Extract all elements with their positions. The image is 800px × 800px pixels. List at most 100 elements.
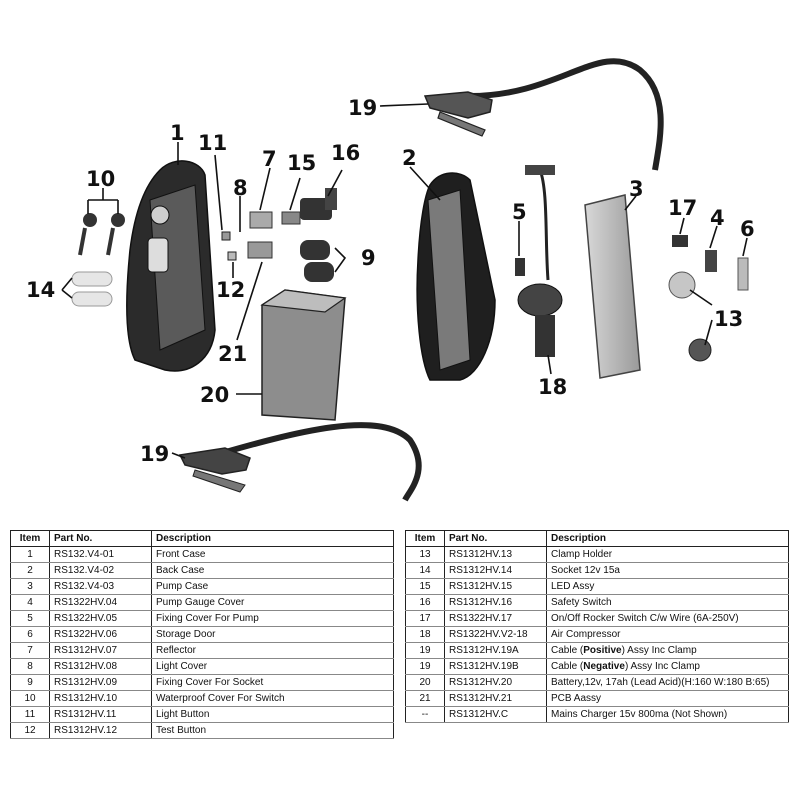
callout-9: 9 bbox=[361, 246, 376, 270]
cell-item: 7 bbox=[10, 642, 50, 659]
cell-description: Safety Switch bbox=[546, 594, 789, 611]
cell-item: 21 bbox=[405, 690, 445, 707]
cell-part-no: RS1312HV.20 bbox=[444, 674, 547, 691]
cell-item: 4 bbox=[10, 594, 50, 611]
cell-part-no: RS1312HV.11 bbox=[49, 706, 152, 723]
cell-description: Light Cover bbox=[151, 658, 394, 675]
back-case bbox=[416, 172, 496, 381]
callout-8: 8 bbox=[233, 176, 248, 200]
cell-item: 19 bbox=[405, 658, 445, 675]
cell-item: 18 bbox=[405, 626, 445, 643]
callout-14: 14 bbox=[26, 278, 55, 302]
safety-switch bbox=[300, 188, 337, 220]
callout-3: 3 bbox=[629, 177, 644, 201]
description-suffix: ) Assy Inc Clamp bbox=[621, 645, 697, 656]
cell-part-no: RS1312HV.16 bbox=[444, 594, 547, 611]
header-part-no: Part No. bbox=[49, 530, 152, 547]
cell-item: 19 bbox=[405, 642, 445, 659]
negative-cable-clamp bbox=[178, 422, 422, 502]
cell-description: Front Case bbox=[151, 546, 394, 563]
header-item: Item bbox=[405, 530, 445, 547]
callout-1: 1 bbox=[170, 121, 185, 145]
cell-part-no: RS1312HV.14 bbox=[444, 562, 547, 579]
cell-part-no: RS1312HV.09 bbox=[49, 674, 152, 691]
cell-description: Battery,12v, 17ah (Lead Acid)(H:160 W:18… bbox=[546, 674, 789, 691]
cell-item: 2 bbox=[10, 562, 50, 579]
cell-part-no: RS1322HV.05 bbox=[49, 610, 152, 627]
cell-part-no: RS132.V4-03 bbox=[49, 578, 152, 595]
cell-description: Pump Gauge Cover bbox=[151, 594, 394, 611]
callout-6: 6 bbox=[740, 217, 755, 241]
cell-item: 11 bbox=[10, 706, 50, 723]
front-case bbox=[126, 160, 216, 372]
cell-description: Storage Door bbox=[151, 626, 394, 643]
cell-description: Waterproof Cover For Switch bbox=[151, 690, 394, 707]
callout-19-bottom: 19 bbox=[140, 442, 169, 466]
cell-item: 5 bbox=[10, 610, 50, 627]
cell-description: PCB Aassy bbox=[546, 690, 789, 707]
cell-description: Mains Charger 15v 800ma (Not Shown) bbox=[546, 706, 789, 723]
cell-item: 17 bbox=[405, 610, 445, 627]
cell-part-no: RS1312HV.07 bbox=[49, 642, 152, 659]
test-button bbox=[227, 251, 237, 261]
cell-part-no: RS1322HV.17 bbox=[444, 610, 547, 627]
air-compressor bbox=[517, 165, 563, 357]
light-button bbox=[221, 231, 231, 241]
cell-part-no: RS1312HV.13 bbox=[444, 546, 547, 563]
callout-18: 18 bbox=[538, 375, 567, 399]
cell-description: Cable (Positive) Assy Inc Clamp bbox=[546, 642, 789, 659]
header-item: Item bbox=[10, 530, 50, 547]
callout-21: 21 bbox=[218, 342, 247, 366]
cell-part-no: RS1322HV.04 bbox=[49, 594, 152, 611]
cell-description: On/Off Rocker Switch C/w Wire (6A-250V) bbox=[546, 610, 789, 627]
description-prefix: Cable ( bbox=[551, 661, 584, 672]
leader-lines bbox=[61, 103, 748, 459]
storage-door bbox=[737, 257, 749, 291]
callout-4: 4 bbox=[710, 206, 725, 230]
description-suffix: ) Assy Inc Clamp bbox=[624, 661, 700, 672]
cell-part-no: RS132.V4-01 bbox=[49, 546, 152, 563]
clamp-holders bbox=[668, 271, 712, 362]
cell-item: 16 bbox=[405, 594, 445, 611]
callout-16: 16 bbox=[331, 141, 360, 165]
description-prefix: Cable ( bbox=[551, 645, 584, 656]
cell-description: Cable (Negative) Assy Inc Clamp bbox=[546, 658, 789, 675]
callout-13: 13 bbox=[714, 307, 743, 331]
pump-case bbox=[584, 194, 641, 379]
rocker-switch bbox=[672, 235, 688, 247]
cell-item: 20 bbox=[405, 674, 445, 691]
pump-gauge-cover bbox=[705, 250, 717, 272]
waterproof-switch-covers bbox=[78, 213, 125, 256]
cell-item: 6 bbox=[10, 626, 50, 643]
cell-part-no: RS1312HV.21 bbox=[444, 690, 547, 707]
description-emphasis: Positive bbox=[583, 645, 622, 656]
cell-description: Clamp Holder bbox=[546, 546, 789, 563]
cell-description: Test Button bbox=[151, 722, 394, 739]
cell-item: 10 bbox=[10, 690, 50, 707]
cell-description: LED Assy bbox=[546, 578, 789, 595]
led-assy bbox=[281, 211, 301, 225]
cell-part-no: RS1312HV.19A bbox=[444, 642, 547, 659]
cell-item: 8 bbox=[10, 658, 50, 675]
